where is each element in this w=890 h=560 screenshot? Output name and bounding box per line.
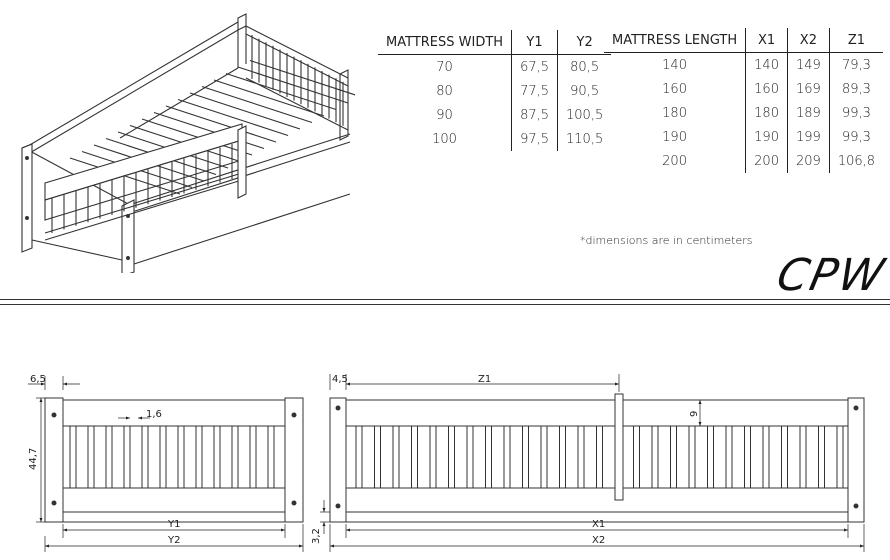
brand-logo: CPW (772, 250, 890, 301)
length-table-cell: 200 (745, 149, 788, 173)
bed-isometric-illustration (21, 13, 355, 273)
length-table-cell: 79,3 (828, 52, 884, 77)
separator-line (0, 299, 890, 300)
y1-header: Y1 (511, 30, 558, 55)
end-view-drawing (44, 397, 304, 523)
y2-header: Y2 (557, 30, 612, 55)
x1-dim-label: X1 (592, 519, 605, 530)
width-table-cell: 70 (436, 59, 453, 75)
width-table-cell: 87,5 (511, 103, 558, 127)
front-view-drawing (329, 393, 865, 523)
length-table-cell: 190 (745, 125, 788, 149)
slat-line (213, 79, 325, 117)
length-table-cell: 89,3 (828, 77, 884, 101)
slat-line (165, 105, 277, 143)
length-table-cell: 140 (662, 57, 687, 73)
technical-drawings: 6,5 1,6 44,7 Y1 Y2 4,5 Z1 9 3,2 X1 X2 (28, 374, 865, 552)
length-table-cell: 149 (786, 52, 830, 77)
z1-dim-label: Z1 (478, 374, 491, 385)
width-table-cell: 110,5 (557, 127, 612, 151)
slat-line (201, 85, 313, 124)
x1-header: X1 (745, 28, 788, 53)
slat-line (225, 72, 337, 111)
slat-dim-label: 1,6 (146, 409, 162, 420)
clearance-dim-label: 3,2 (311, 528, 322, 544)
width-table-cell: 80 (436, 83, 453, 99)
separator-line (0, 304, 890, 305)
width-table-cell: 80,5 (557, 54, 612, 79)
length-table-cell: 200 (662, 153, 687, 169)
width-table-cell: 97,5 (511, 127, 558, 151)
height-dim-label: 44,7 (28, 448, 39, 470)
length-table-cell: 160 (745, 77, 788, 101)
slat-line (177, 98, 289, 137)
slat-line (237, 66, 349, 104)
length-table-cell: 169 (786, 77, 830, 101)
width-table-cell: 90,5 (557, 79, 612, 103)
length-table-cell: 180 (745, 101, 788, 125)
gap-dim-label: 9 (689, 411, 700, 417)
length-table-cell: 189 (786, 101, 830, 125)
length-table-cell: 160 (662, 81, 687, 97)
length-table-cell: 106,8 (828, 149, 884, 173)
dimensions-note: *dimensions are in centimeters (580, 234, 753, 247)
width-table-cell: 100 (432, 131, 457, 147)
width-table-cell: 90 (436, 107, 453, 123)
length-table-cell: 180 (662, 105, 687, 121)
z1-header: Z1 (828, 28, 884, 53)
width-table-cell: 100,5 (557, 103, 612, 127)
length-table-cell: 190 (662, 129, 687, 145)
length-table-cell: 199 (786, 125, 830, 149)
x2-dim-label: X2 (592, 535, 605, 546)
end-post-dim-label: 6,5 (30, 374, 46, 385)
y2-dim-label: Y2 (167, 535, 180, 546)
slat-line (249, 59, 355, 96)
width-table-cell: 67,5 (511, 54, 558, 79)
length-table-cell: 99,3 (828, 101, 884, 125)
front-post-dim-label: 4,5 (332, 374, 348, 385)
slat-line (189, 92, 301, 130)
width-header: MATTRESS WIDTH (378, 30, 512, 55)
length-table-cell: 140 (745, 52, 788, 77)
y1-dim-label: Y1 (167, 519, 180, 530)
length-header: MATTRESS LENGTH (604, 28, 746, 53)
width-table-cell: 77,5 (511, 79, 558, 103)
length-table-cell: 99,3 (828, 125, 884, 149)
x2-header: X2 (786, 28, 830, 53)
length-table-cell: 209 (786, 149, 830, 173)
